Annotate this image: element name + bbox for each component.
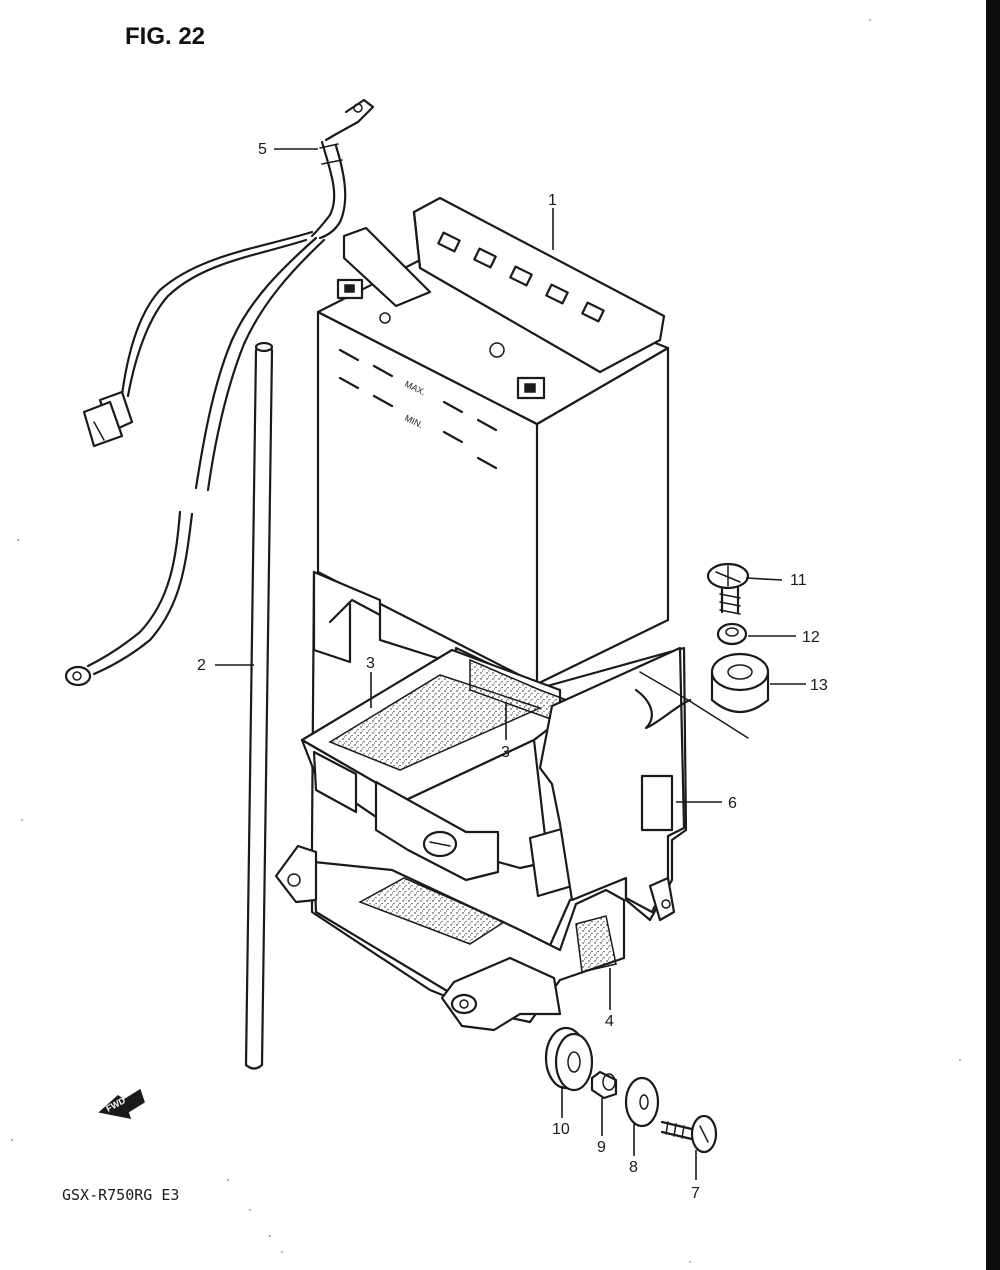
battery-cable: [64, 98, 375, 687]
figure-title: FIG. 22: [125, 23, 205, 50]
callout-8: 8: [629, 1159, 638, 1176]
callout-2: 2: [197, 657, 206, 674]
breather-hose: [244, 341, 274, 1070]
collar-9: [590, 1070, 618, 1100]
callout-13: 13: [810, 677, 828, 694]
grommet-13: [710, 652, 770, 713]
callouts: 1 2 3 3 4 5 6 7 8 9 10 11 12 13: [197, 141, 828, 1202]
bolt-7: [660, 1114, 718, 1154]
washer-8: [624, 1076, 660, 1128]
callout-10: 10: [552, 1121, 570, 1138]
model-code: GSX-R750RG E3: [62, 1186, 179, 1204]
fwd-arrow-icon: FWD: [98, 1088, 145, 1119]
callout-5: 5: [258, 141, 267, 158]
screw-11: [706, 562, 750, 615]
callout-11: 11: [790, 572, 807, 589]
battery-holder: [274, 570, 749, 1032]
callout-1: 1: [548, 192, 557, 209]
callout-4: 4: [605, 1013, 614, 1030]
callout-3a: 3: [366, 655, 375, 672]
leader-lines: [215, 148, 806, 1180]
scan-edge: [986, 0, 1000, 1270]
callout-12: 12: [802, 629, 820, 646]
callout-3b: 3: [501, 744, 510, 761]
collar-12: [716, 622, 748, 646]
grommet-10: [544, 1026, 594, 1092]
callout-9: 9: [597, 1139, 606, 1156]
battery: MAX. MIN.: [316, 196, 670, 686]
scan-specks: [11, 19, 961, 1263]
callout-6: 6: [728, 795, 737, 812]
callout-7: 7: [691, 1185, 700, 1202]
